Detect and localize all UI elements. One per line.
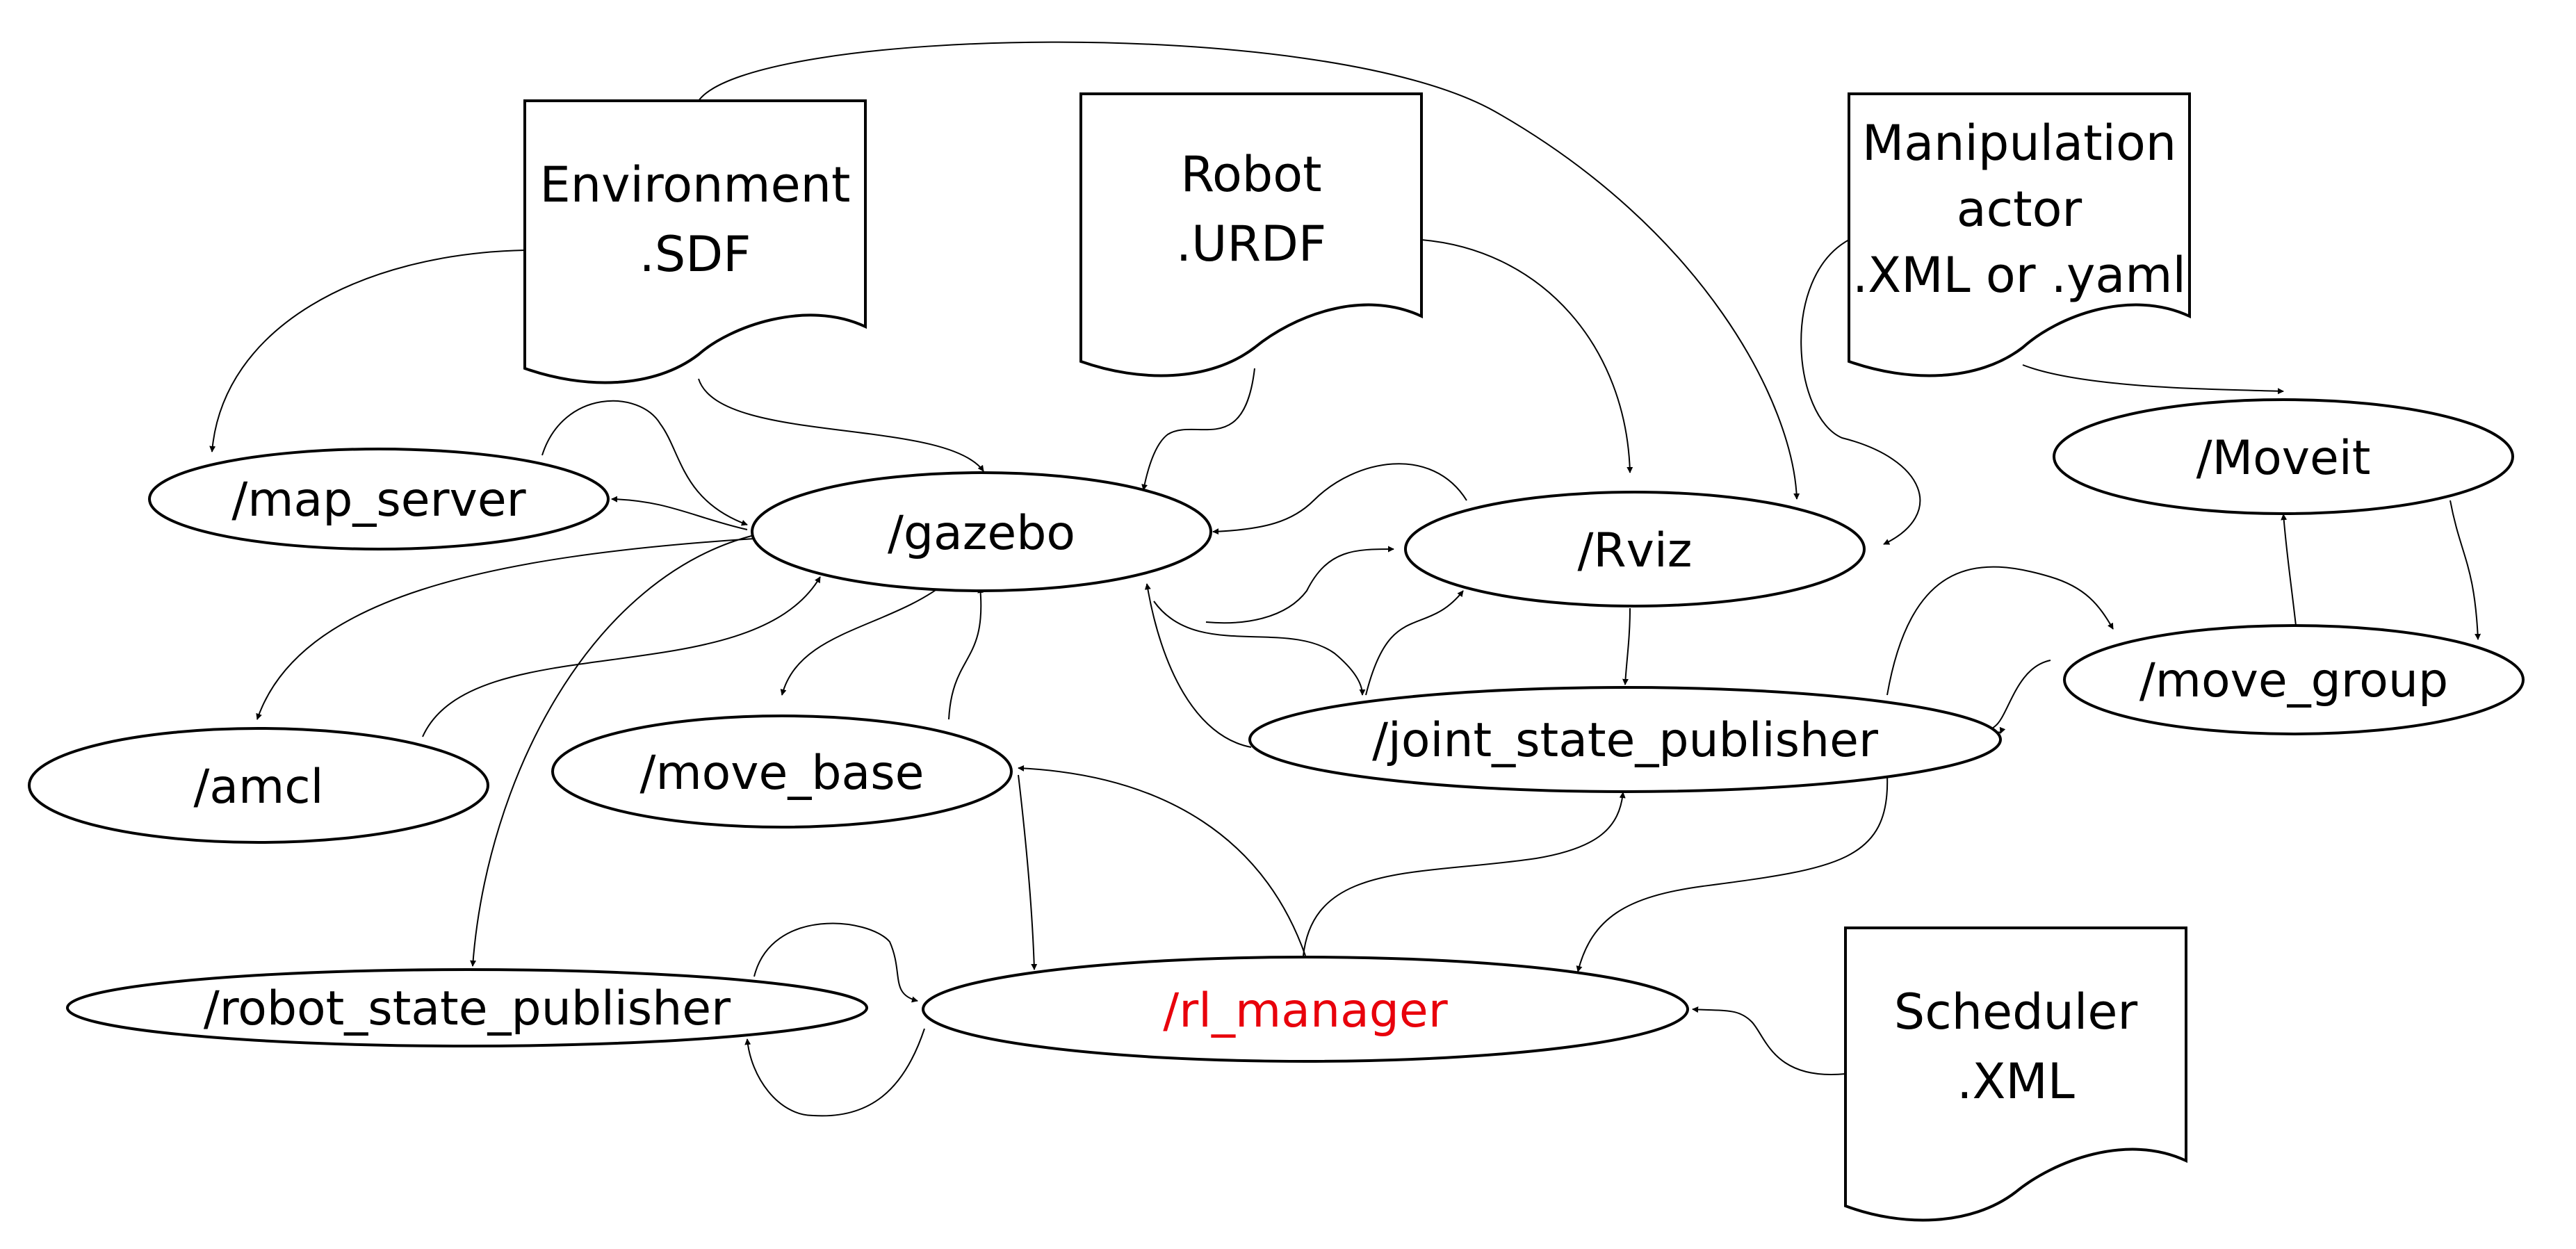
edge-gazebo-to-move-base: [780, 580, 949, 696]
node-robot-state-publisher[interactable]: /robot_state_publisher: [66, 968, 868, 1047]
edge-rviz-to-gazebo: [1212, 463, 1467, 535]
manipulation-actor-label: actor: [1957, 181, 2082, 238]
manipulation-label: Manipulation: [1862, 115, 2176, 172]
edge-manipulation-to-rviz: [1800, 239, 1921, 545]
node-move-group-label: /move_group: [2139, 653, 2448, 708]
edge-robot-to-rviz: [1421, 239, 1633, 473]
edge-rsp-to-rl-manager: [753, 922, 918, 1003]
edge-rl-manager-to-rsp: [744, 1028, 925, 1117]
node-moveit-label: /Moveit: [2196, 431, 2371, 486]
edge-rl-manager-to-jsp: [1303, 792, 1626, 956]
node-gazebo-label: /gazebo: [888, 506, 1075, 561]
node-map-server-label: /map_server: [231, 473, 525, 528]
node-amcl-label: /amcl: [193, 760, 323, 815]
manipulation-actor-document[interactable]: Manipulation actor .XML or .yaml: [1848, 92, 2191, 377]
edge-environment-to-map-server: [209, 250, 525, 452]
edge-gazebo-to-robot-state-publisher: [470, 534, 755, 967]
environment-extension: .SDF: [639, 226, 751, 283]
edge-gazebo-to-map-server: [611, 496, 748, 530]
robot-urdf-document[interactable]: Robot .URDF: [1079, 92, 1423, 377]
robot-label: Robot: [1180, 146, 1321, 203]
node-move-group[interactable]: /move_group: [2063, 624, 2525, 735]
edge-environment-to-gazebo: [698, 378, 984, 472]
node-rviz-label: /Rviz: [1578, 523, 1693, 578]
scheduler-label: Scheduler: [1894, 983, 2138, 1040]
edge-rl-manager-to-move-base: [1018, 765, 1306, 956]
edge-jsp-to-rl-manager: [1576, 774, 1889, 972]
edge-scheduler-to-rl-manager: [1692, 1006, 1846, 1076]
edge-move-group-to-moveit: [2281, 514, 2297, 626]
edge-move-group-to-jsp: [1989, 660, 2051, 734]
edge-moveit-to-move-group: [2449, 500, 2481, 640]
documents: Environment .SDF Robot .URDF Manipulatio…: [523, 92, 2191, 1222]
edge-move-base-to-gazebo: [948, 587, 984, 720]
node-gazebo[interactable]: /gazebo: [751, 471, 1212, 592]
edge-rviz-to-jsp: [1622, 607, 1631, 685]
edge-move-base-to-rl-manager: [1018, 774, 1038, 970]
edges: [209, 41, 2481, 1117]
node-joint-state-publisher-label: /joint_state_publisher: [1372, 713, 1878, 768]
node-rviz[interactable]: /Rviz: [1404, 491, 1866, 607]
node-move-base[interactable]: /move_base: [551, 715, 1013, 828]
node-map-server[interactable]: /map_server: [148, 448, 610, 550]
node-rl-manager[interactable]: /rl_manager: [922, 956, 1689, 1063]
node-rl-manager-label: /rl_manager: [1163, 983, 1447, 1038]
environment-label: Environment: [540, 156, 851, 213]
node-amcl[interactable]: /amcl: [28, 727, 489, 844]
edge-environment-to-rviz: [698, 41, 1800, 500]
edge-jsp-to-gazebo: [1144, 583, 1252, 748]
environment-sdf-document[interactable]: Environment .SDF: [523, 99, 867, 384]
scheduler-extension: .XML: [1957, 1053, 2075, 1110]
scheduler-xml-document[interactable]: Scheduler .XML: [1844, 926, 2187, 1222]
edge-jsp-to-move-group: [1886, 566, 2114, 696]
edge-robot-to-gazebo: [1141, 368, 1255, 491]
node-robot-state-publisher-label: /robot_state_publisher: [204, 981, 731, 1036]
edge-amcl-to-gazebo: [422, 576, 821, 737]
nodes: /map_server /gazebo /Rviz /Moveit /move_…: [28, 398, 2525, 1063]
manipulation-extension: .XML or .yaml: [1852, 247, 2186, 304]
edge-manipulation-to-moveit: [2022, 364, 2284, 395]
robot-extension: .URDF: [1176, 215, 1326, 272]
node-moveit[interactable]: /Moveit: [2053, 398, 2514, 515]
edge-gazebo-to-rviz: [1205, 546, 1394, 624]
node-joint-state-publisher[interactable]: /joint_state_publisher: [1248, 686, 2002, 793]
edge-map-server-loop: [541, 400, 748, 526]
edge-gazebo-to-amcl: [256, 538, 755, 720]
edge-gazebo-to-jsp: [1153, 601, 1366, 696]
node-move-base-label: /move_base: [640, 746, 924, 801]
edge-jsp-to-rviz: [1365, 590, 1464, 696]
